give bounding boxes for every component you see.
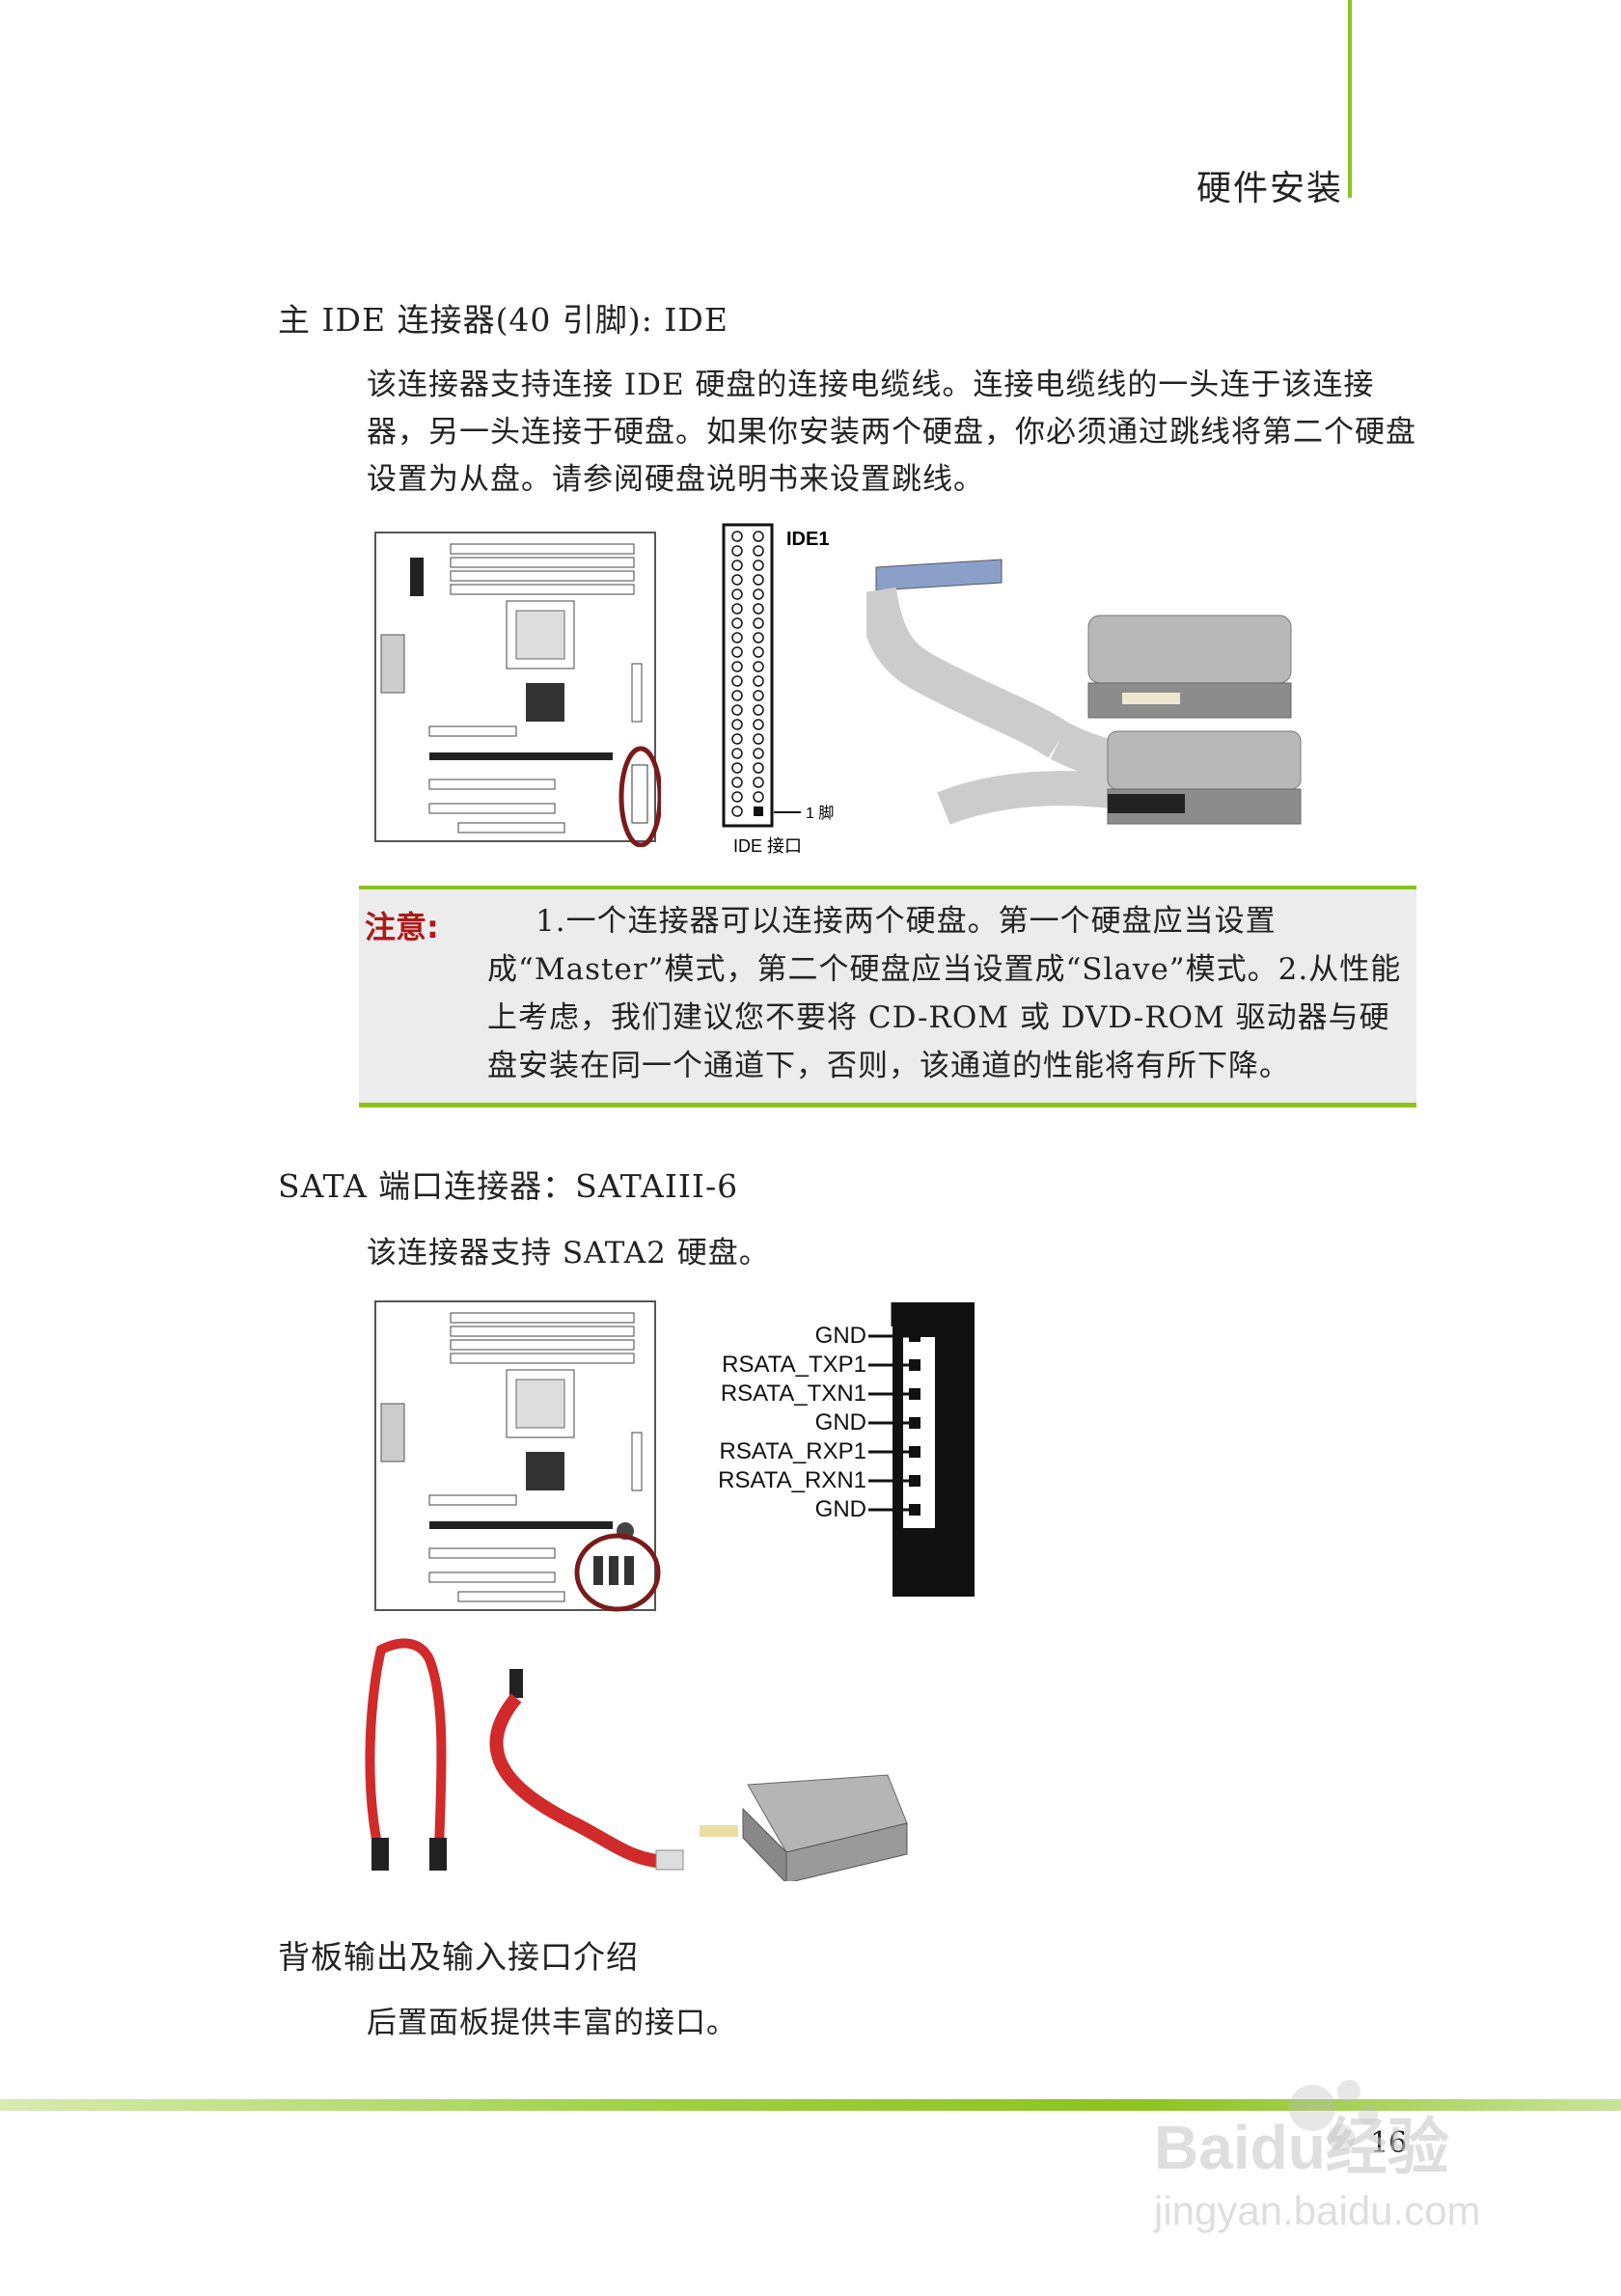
page-number: 16	[1370, 2126, 1408, 2160]
ide-pin-1	[754, 806, 763, 816]
sata-pinout-diagram: GNDRSATA_TXP1RSATA_TXN1GNDRSATA_RXP1RSAT…	[718, 1302, 975, 1597]
ide-pin	[753, 531, 764, 542]
note-label: 注意:	[365, 909, 439, 945]
ide-pin	[731, 531, 743, 542]
ide-pin	[731, 574, 743, 586]
ide-pin	[731, 690, 743, 701]
ide-pin	[753, 719, 764, 730]
ide-pin	[753, 704, 764, 716]
ide-pin	[731, 588, 743, 600]
paw-icon	[1289, 2080, 1378, 2151]
sata-cable-drive-illustration	[365, 1638, 908, 1881]
ide-pin	[753, 748, 764, 759]
header-title: 硬件安装	[1196, 169, 1344, 208]
sata-pin-label: RSATA_RXN1	[718, 1467, 866, 1493]
sata-pin-label: GND	[815, 1496, 866, 1522]
sata-pin-contact	[909, 1504, 920, 1516]
ide-cable-drives-illustration	[866, 548, 1320, 857]
sata-paragraph: 该连接器支持 SATA2 硬盘。	[367, 1236, 770, 1271]
ide-pin	[753, 545, 764, 557]
footer-band	[0, 2099, 1621, 2111]
ide-pin	[753, 661, 764, 672]
ide-pin	[753, 588, 764, 600]
sata-pin-contact	[909, 1417, 920, 1429]
ide-pin	[731, 545, 743, 557]
ide-pin	[731, 632, 743, 643]
watermark-url: jingyan.baidu.com	[1152, 2188, 1481, 2233]
rear-paragraph: 后置面板提供丰富的接口。	[367, 2006, 737, 2040]
sata-pin-label: RSATA_RXP1	[720, 1438, 867, 1464]
ide-pin	[753, 560, 764, 571]
ide-pin	[753, 675, 764, 687]
sata-pin-contact	[909, 1475, 920, 1487]
pin1-label: 1 脚	[806, 805, 834, 822]
ide-pin	[753, 690, 764, 701]
ide-pin	[731, 603, 743, 615]
note-text: 1.一个连接器可以连接两个硬盘。第一个硬盘应当设置成“Master”模式，第二个…	[487, 904, 1402, 1083]
sata-pin-contact	[909, 1330, 920, 1342]
note-box	[359, 886, 1416, 1107]
ide-paragraph: 该连接器支持连接 IDE 硬盘的连接电缆线。连接电缆线的一头连于该连接器，另一头…	[367, 368, 1416, 497]
ide-pin	[731, 806, 743, 817]
ide-pin	[753, 762, 764, 774]
ide-pin	[753, 777, 764, 788]
ide-section-title: 主 IDE 连接器(40 引脚): IDE	[278, 301, 728, 339]
pin-array	[731, 531, 764, 817]
sata-pin-label: GND	[815, 1409, 866, 1435]
ide-pin	[731, 675, 743, 687]
ide-pin	[731, 617, 743, 629]
ide-pin	[731, 646, 743, 658]
ide-pin	[753, 791, 764, 803]
motherboard-diagram-ide	[374, 532, 661, 847]
ide-pin-header-diagram: IDE1 1 脚 IDE 接口	[722, 523, 834, 856]
ide-pin	[731, 791, 743, 803]
header-rule	[1348, 0, 1352, 198]
ide-pin	[731, 560, 743, 571]
motherboard-diagram-sata	[374, 1300, 661, 1612]
ide-pin	[753, 574, 764, 586]
ide-pin	[731, 661, 743, 672]
ide-pin	[731, 704, 743, 716]
sata-pin-list: GNDRSATA_TXP1RSATA_TXN1GNDRSATA_RXP1RSAT…	[718, 1323, 920, 1522]
ide-pin	[753, 603, 764, 615]
sata-section-title: SATA 端口连接器：SATAIII-6	[278, 1167, 739, 1205]
ide-pin	[731, 719, 743, 730]
rear-section-title: 背板输出及输入接口介绍	[278, 1938, 639, 1976]
ide-caption: IDE 接口	[733, 836, 802, 856]
ide-pin	[731, 748, 743, 759]
sata-pin-contact	[909, 1446, 920, 1458]
sata-pin-contact	[909, 1359, 920, 1371]
ide-pin	[731, 762, 743, 774]
ide-pin	[731, 777, 743, 788]
sata-pin-label: RSATA_TXP1	[722, 1352, 866, 1378]
ide-pin	[753, 646, 764, 658]
sata-pin-label: RSATA_TXN1	[721, 1380, 866, 1407]
ide1-label: IDE1	[786, 529, 829, 550]
ide-pin	[731, 733, 743, 745]
ide-pin	[753, 733, 764, 745]
watermark-brand: Baidu经验	[1154, 2113, 1449, 2182]
baidu-jingyan-watermark: Baidu经验 jingyan.baidu.com	[1152, 2080, 1481, 2233]
sata-pin-label: GND	[815, 1323, 866, 1349]
ide-pin	[753, 632, 764, 643]
sata-pin-contact	[909, 1388, 920, 1400]
ide-pin	[753, 617, 764, 629]
